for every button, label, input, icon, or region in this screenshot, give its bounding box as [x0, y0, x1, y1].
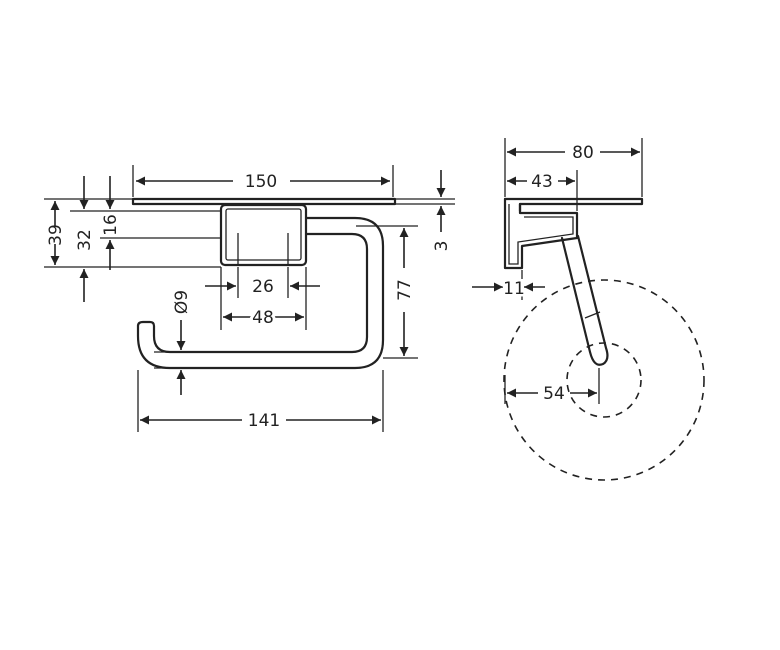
side-arm — [560, 234, 609, 366]
dimension-26-label: 26 — [252, 277, 274, 297]
dimension-54: 54 — [504, 368, 600, 404]
dimension-3-label: 3 — [432, 241, 452, 252]
dimension-80: 80 — [504, 138, 643, 197]
dimension-150-label: 150 — [245, 172, 277, 192]
mounting-block — [219, 203, 308, 267]
dimension-77-label: 77 — [395, 279, 415, 301]
dimension-diameter-9: Ø9 — [154, 290, 192, 395]
left-height-dimensions: 39 32 16 — [44, 176, 221, 302]
dimension-11: 11 — [472, 270, 545, 302]
dimension-43-label: 43 — [531, 172, 553, 192]
side-bracket-inner — [508, 204, 574, 265]
dimension-80-label: 80 — [572, 143, 594, 163]
paper-roll-outline — [503, 279, 705, 481]
dimension-48-label: 48 — [252, 308, 274, 328]
side-bracket — [503, 197, 579, 270]
dimension-54-label: 54 — [543, 384, 565, 404]
roll-core-outline — [566, 342, 642, 418]
side-view — [503, 197, 705, 481]
dimension-32-label: 32 — [75, 229, 95, 251]
dimension-150: 150 — [132, 165, 394, 197]
side-shelf — [503, 197, 644, 213]
dimension-141: 141 — [137, 370, 384, 432]
dimension-diameter-9-label: Ø9 — [172, 290, 192, 314]
mounting-block-inner — [225, 208, 302, 261]
shelf-plate — [131, 197, 397, 206]
dimension-39-label: 39 — [46, 224, 66, 246]
dimension-26-48: 26 48 — [205, 267, 320, 331]
dimension-3: 3 — [395, 170, 455, 251]
dimension-77: 77 — [356, 225, 418, 359]
front-view — [131, 197, 397, 370]
dimension-16-label: 16 — [101, 214, 121, 236]
dimension-43: 43 — [507, 170, 578, 211]
dimension-11-label: 11 — [503, 279, 525, 299]
dimension-141-label: 141 — [248, 411, 280, 431]
holder-arm — [136, 216, 385, 370]
